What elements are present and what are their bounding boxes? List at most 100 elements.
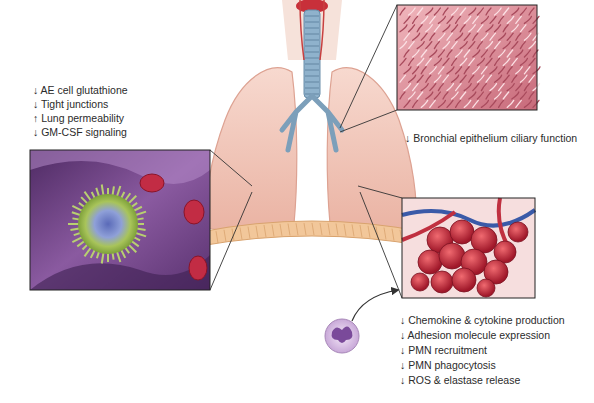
- cilium: [469, 58, 475, 65]
- cilium: [417, 42, 424, 49]
- cilium: [495, 8, 502, 15]
- cilium: [434, 25, 440, 32]
- leader-line: [340, 5, 397, 128]
- cilium: [443, 25, 450, 32]
- cilium: [443, 42, 450, 49]
- cilium: [464, 84, 471, 91]
- cilium: [495, 25, 501, 32]
- cilium: [460, 25, 465, 32]
- cilium: [473, 50, 480, 57]
- migration-arrow: [352, 290, 398, 321]
- inset-background: [397, 5, 537, 110]
- cilium: [413, 16, 418, 23]
- effect-label: ↓ AE cell glutathione: [33, 84, 128, 97]
- cilium: [421, 84, 428, 91]
- cilium: [520, 58, 527, 65]
- cilium: [413, 100, 418, 107]
- cilium: [452, 8, 459, 15]
- trachea-ring: [305, 87, 319, 88]
- cilium: [533, 16, 539, 23]
- cilium: [456, 33, 463, 40]
- cilium: [524, 16, 531, 23]
- cilium: [426, 42, 432, 49]
- diaphragm: [200, 221, 424, 246]
- cilium: [533, 33, 539, 40]
- cilium: [438, 16, 445, 23]
- cilium: [404, 84, 411, 91]
- cilium: [524, 100, 531, 107]
- effect-label: ↓ GM-CSF signaling: [33, 126, 127, 139]
- cilium: [438, 50, 444, 57]
- cilium: [443, 75, 449, 82]
- effect-label-holder: ↓ Adhesion molecule expression: [400, 325, 550, 343]
- cilium: [529, 58, 535, 65]
- diaphragm-rib: [264, 225, 266, 237]
- cilium: [486, 75, 492, 82]
- alveoli-inset: [402, 198, 535, 298]
- particle: [78, 194, 138, 254]
- cilium: [499, 67, 505, 74]
- cilium: [495, 58, 500, 65]
- trachea-ring: [305, 75, 319, 76]
- cilium: [417, 75, 423, 82]
- cilium: [456, 84, 462, 91]
- cilium: [477, 42, 482, 49]
- red-blood-cell: [189, 256, 207, 280]
- cilium: [473, 84, 479, 91]
- cilium: [473, 67, 480, 74]
- cilium: [481, 16, 488, 23]
- diaphragm-rib: [280, 224, 282, 236]
- diaphragm-ribs: [208, 223, 418, 244]
- cilium: [426, 58, 432, 65]
- cilium: [464, 16, 471, 23]
- right-bronchus: [312, 96, 342, 150]
- cilium: [516, 16, 522, 23]
- effect-label-holder: ↓ ROS & elastase release: [400, 370, 520, 388]
- cilium: [456, 16, 461, 23]
- cilium: [421, 50, 427, 57]
- cilium: [477, 58, 484, 65]
- diaphragm-rib: [392, 229, 394, 241]
- cilium: [438, 100, 445, 107]
- diaphragm-rib: [256, 226, 258, 238]
- effect-label: ↓ Adhesion molecule expression: [400, 329, 550, 342]
- inset-frame: [397, 5, 537, 110]
- cilium: [529, 25, 536, 32]
- trachea-ring: [305, 27, 319, 28]
- cilium: [400, 75, 406, 82]
- cilium: [516, 67, 523, 74]
- cilium: [499, 50, 506, 57]
- cilium: [495, 92, 502, 99]
- cilium: [447, 16, 453, 23]
- cilium: [417, 8, 423, 15]
- cilium: [529, 42, 536, 49]
- cilium: [477, 75, 484, 82]
- cilium: [438, 33, 445, 40]
- cilium: [404, 16, 410, 23]
- cilium: [477, 8, 483, 15]
- cilium: [490, 16, 496, 23]
- cilium: [460, 42, 467, 49]
- cilium: [434, 92, 440, 99]
- cilium: [507, 16, 514, 23]
- diaphragm-rib: [304, 223, 306, 235]
- diaphragm-rib: [272, 224, 274, 236]
- diaphragm-rib: [368, 226, 370, 238]
- cilium: [481, 84, 486, 91]
- effect-label-holder: ↓ GM-CSF signaling: [33, 122, 127, 140]
- cilium: [404, 33, 410, 40]
- cilium: [404, 50, 409, 57]
- effect-label: ↓ ROS & elastase release: [400, 374, 520, 387]
- cilium: [430, 67, 437, 74]
- diaphragm-rib: [360, 225, 362, 237]
- diaphragm-rib: [216, 231, 218, 243]
- effect-label-holder: ↓ PMN recruitment: [400, 340, 487, 358]
- cilium: [404, 67, 411, 74]
- cilium: [516, 100, 522, 107]
- red-blood-cell: [140, 174, 164, 192]
- effect-label-holder: ↑ Lung permeability: [33, 108, 124, 126]
- cilium: [524, 33, 531, 40]
- alveolus: [477, 279, 495, 297]
- alveolar-inset: [30, 150, 210, 290]
- cilium: [516, 33, 521, 40]
